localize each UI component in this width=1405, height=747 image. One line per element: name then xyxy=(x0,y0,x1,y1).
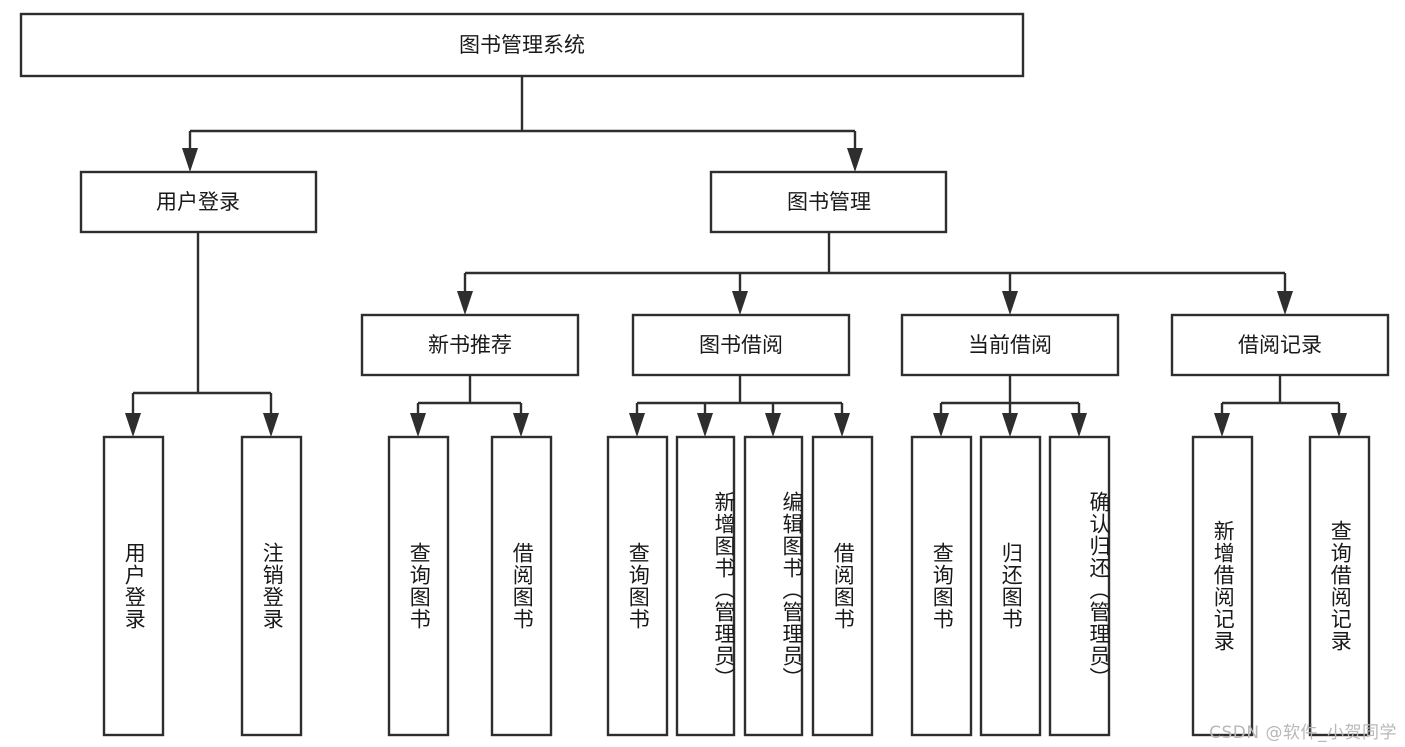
arrow-icon xyxy=(410,413,426,437)
arrow-icon xyxy=(1002,413,1018,437)
node-borrow-record[interactable]: 借阅记录 xyxy=(1170,313,1390,377)
csdn-watermark: CSDN @软件_小贺同学 xyxy=(1209,723,1397,743)
leaf-box[interactable] xyxy=(979,435,1042,737)
arrow-icon xyxy=(457,291,473,315)
arrow-icon xyxy=(1071,413,1087,437)
arrow-icon xyxy=(1331,413,1347,437)
leaf-box[interactable] xyxy=(675,435,736,737)
leaf-box[interactable] xyxy=(102,435,165,737)
arrow-icon xyxy=(834,413,850,437)
node-book-borrow[interactable]: 图书借阅 xyxy=(631,313,851,377)
leaf-box[interactable] xyxy=(490,435,553,737)
connector-level2-to-level3 xyxy=(457,232,1293,315)
arrow-icon xyxy=(513,413,529,437)
node-book-management-label: 图书管理 xyxy=(787,190,871,214)
connector-new-book-to-leaves xyxy=(410,375,529,437)
connector-root-to-level2 xyxy=(182,76,863,172)
leaf-box[interactable] xyxy=(910,435,973,737)
node-root[interactable]: 图书管理系统 xyxy=(19,12,1025,78)
leaf-box[interactable] xyxy=(387,435,450,737)
node-root-label: 图书管理系统 xyxy=(459,33,585,57)
arrow-icon xyxy=(765,413,781,437)
arrow-icon xyxy=(182,148,198,172)
leaf-box[interactable] xyxy=(1048,435,1111,737)
node-current-borrow[interactable]: 当前借阅 xyxy=(900,313,1120,377)
leaf-box[interactable] xyxy=(1191,435,1254,737)
node-user-login-label: 用户登录 xyxy=(156,190,240,214)
node-borrow-record-label: 借阅记录 xyxy=(1238,333,1322,357)
leaf-box[interactable] xyxy=(743,435,804,737)
leaf-box[interactable] xyxy=(811,435,874,737)
connector-borrow-record-to-leaves xyxy=(1214,375,1347,437)
leaf-box[interactable] xyxy=(606,435,669,737)
arrow-icon xyxy=(125,413,141,437)
arrow-icon xyxy=(732,291,748,315)
arrow-icon xyxy=(1214,413,1230,437)
arrow-icon xyxy=(629,413,645,437)
node-current-borrow-label: 当前借阅 xyxy=(968,333,1052,357)
arrow-icon xyxy=(697,413,713,437)
connector-current-borrow-to-leaves xyxy=(933,375,1087,437)
node-book-borrow-label: 图书借阅 xyxy=(699,333,783,357)
arrow-icon xyxy=(1002,291,1018,315)
connector-book-borrow-to-leaves xyxy=(629,375,850,437)
node-new-book-recommend-label: 新书推荐 xyxy=(428,333,512,357)
node-new-book-recommend[interactable]: 新书推荐 xyxy=(360,313,580,377)
leaf-box[interactable] xyxy=(240,435,303,737)
leaf-box[interactable] xyxy=(1308,435,1371,737)
node-book-management[interactable]: 图书管理 xyxy=(709,170,948,234)
arrow-icon xyxy=(933,413,949,437)
node-user-login[interactable]: 用户登录 xyxy=(79,170,318,234)
arrow-icon xyxy=(847,148,863,172)
arrow-icon xyxy=(1277,291,1293,315)
connector-user-login-to-leaves xyxy=(125,232,279,437)
arrow-icon xyxy=(263,413,279,437)
